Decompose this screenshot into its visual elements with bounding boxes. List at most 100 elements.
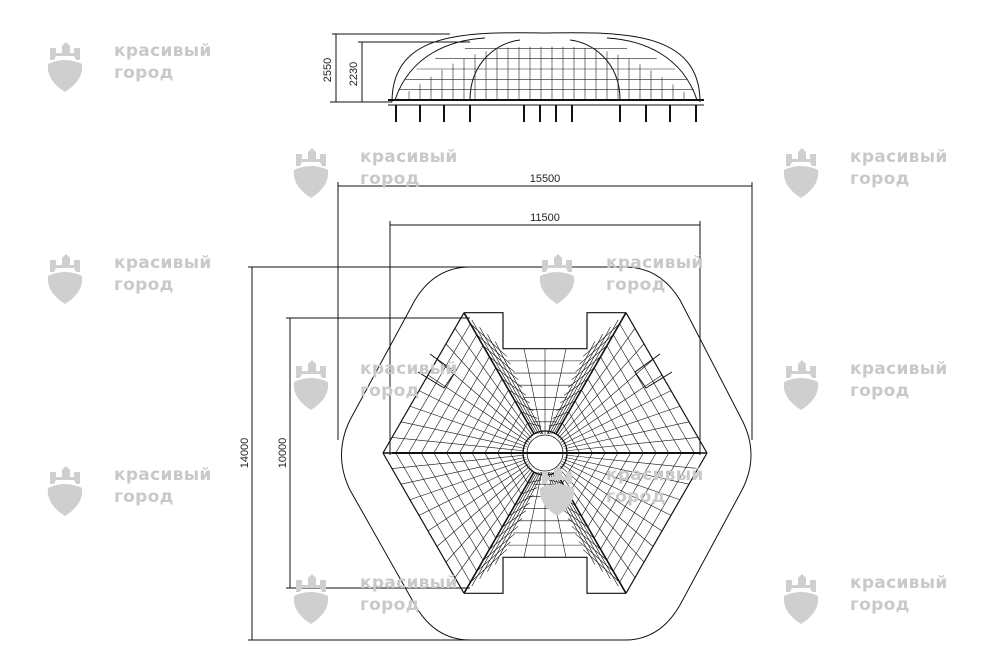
lattice-line	[471, 319, 537, 435]
elevation-arc	[606, 37, 698, 101]
elevation-arc	[469, 39, 521, 101]
castle-heart-icon	[47, 254, 83, 304]
arm-tab	[417, 353, 456, 389]
lattice-line	[487, 471, 541, 572]
lattice-line	[613, 452, 682, 572]
lattice-line	[471, 471, 537, 587]
lattice-line	[527, 422, 542, 427]
lattice-line	[489, 526, 519, 550]
hex-edge	[382, 312, 465, 454]
castle-heart-icon	[293, 148, 329, 198]
lattice-line	[600, 452, 657, 550]
lattice-line	[546, 341, 596, 435]
lattice-line	[479, 326, 539, 435]
lattice-line	[445, 467, 532, 563]
lattice-line	[476, 541, 511, 572]
lattice-line	[427, 463, 530, 532]
lattice-line	[548, 479, 563, 484]
lattice-line	[571, 526, 601, 550]
castle-heart-icon	[293, 360, 329, 410]
lattice-line	[408, 334, 477, 454]
lattice-line	[549, 334, 603, 435]
lattice-line	[564, 421, 690, 450]
lattice-line	[489, 356, 519, 380]
side-elevation	[330, 32, 704, 106]
lattice-line	[581, 389, 619, 454]
lattice-line	[508, 502, 530, 517]
lattice-line	[548, 422, 563, 427]
lattice-line	[556, 328, 636, 437]
lattice-line	[558, 343, 645, 439]
lattice-line	[556, 400, 576, 411]
castle-heart-icon	[783, 148, 819, 198]
lattice-line	[563, 378, 588, 396]
lattice-line	[470, 549, 508, 583]
lattice-line	[497, 452, 522, 495]
dim-label-2550: 2550	[322, 58, 334, 82]
lattice-line	[523, 471, 542, 558]
castle-heart-icon	[293, 574, 329, 624]
dim-label-2230: 2230	[348, 62, 360, 86]
elevation-arc	[394, 37, 486, 101]
radial-beam	[463, 471, 535, 594]
lattice-line	[510, 452, 528, 484]
notch-outline	[464, 312, 626, 350]
lattice-line	[495, 518, 523, 539]
lattice-line	[395, 452, 471, 583]
lattice-line	[495, 367, 523, 388]
lattice-line	[593, 452, 644, 539]
dim-label-10000: 10000	[277, 438, 289, 469]
lattice-line	[562, 422, 580, 454]
plan-view	[341, 266, 752, 641]
hexagonal-pergola-plan	[382, 312, 708, 594]
lattice-line	[418, 390, 529, 445]
elevation-dome-outline	[391, 32, 701, 103]
lattice-line	[619, 323, 695, 454]
lattice-line	[593, 367, 644, 454]
hex-edge	[382, 452, 465, 594]
lattice-line	[510, 422, 528, 454]
lattice-line	[560, 389, 582, 404]
lattice-line	[482, 345, 515, 373]
lattice-line	[575, 533, 608, 561]
lattice-line	[564, 456, 690, 485]
lattice-line	[527, 479, 542, 484]
lattice-line	[420, 345, 484, 454]
lattice-line	[446, 367, 497, 454]
lattice-line	[581, 452, 619, 517]
lattice-line	[579, 334, 614, 365]
radial-beam	[463, 312, 535, 435]
lattice-line	[514, 400, 534, 411]
lattice-line	[391, 454, 525, 469]
lattice-line	[558, 467, 645, 563]
lattice-line	[587, 452, 631, 528]
lattice-line	[560, 374, 663, 443]
lattice-line	[567, 367, 595, 388]
lattice-line	[568, 411, 593, 454]
hex-edge	[625, 452, 708, 594]
lattice-line	[502, 510, 527, 528]
lattice-line	[563, 459, 681, 501]
castle-heart-icon	[47, 42, 83, 92]
lattice-line	[514, 495, 534, 506]
lattice-line	[568, 452, 593, 495]
lattice-line	[561, 461, 672, 516]
lattice-line	[479, 471, 539, 580]
lattice-line	[400, 421, 526, 450]
castle-heart-icon	[539, 254, 575, 304]
